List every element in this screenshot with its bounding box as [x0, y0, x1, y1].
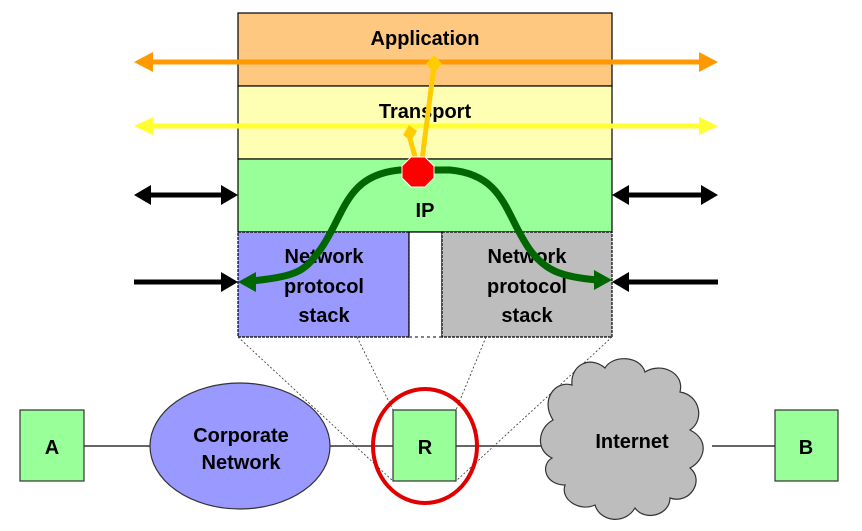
- application-layer-label: Application: [371, 28, 480, 50]
- router: [392, 409, 457, 482]
- host-b: [774, 409, 839, 482]
- upward-delivery-arrows: [403, 55, 442, 161]
- host-b-label: B: [799, 437, 813, 459]
- network-left-line-1: Network: [285, 246, 365, 268]
- host-a: [19, 409, 85, 482]
- stack-gap: [408, 231, 443, 338]
- application-peer-arrow: [134, 52, 718, 72]
- transport-layer-label: Transport: [379, 101, 472, 123]
- corporate-network: [149, 382, 331, 510]
- network-left-line-3: stack: [298, 305, 350, 327]
- network-right-line-1: Network: [488, 246, 568, 268]
- internet-cloud: [539, 358, 704, 520]
- ip-forwarding-path: [238, 166, 612, 292]
- ip-left-arrow: [134, 185, 238, 205]
- network-left-arrow: [134, 272, 238, 292]
- ip-layer-label: IP: [416, 200, 435, 222]
- ip-right-arrow: [612, 185, 718, 205]
- internet-label: Internet: [595, 431, 669, 453]
- network-right-arrow: [612, 272, 718, 292]
- host-a-label: A: [45, 437, 59, 459]
- network-right-line-3: stack: [501, 305, 553, 327]
- stop-sign-icon: [401, 156, 435, 188]
- zoom-guide-lines: [237, 336, 613, 482]
- router-label: R: [418, 437, 433, 459]
- network-right-line-2: protocol: [487, 276, 567, 298]
- corporate-network-line-2: Network: [202, 452, 282, 474]
- router-highlight-circle: [371, 387, 479, 505]
- corporate-network-line-1: Corporate: [193, 425, 289, 447]
- network-left-line-2: protocol: [284, 276, 364, 298]
- application-layer: [237, 12, 613, 87]
